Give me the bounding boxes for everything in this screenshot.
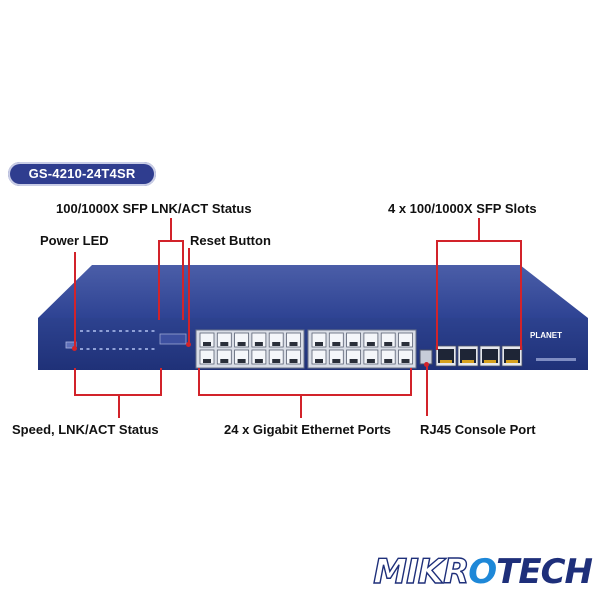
port-jack <box>272 342 280 346</box>
port-jack <box>203 359 211 363</box>
status-led <box>93 330 96 332</box>
port-jack <box>402 342 410 346</box>
port-jack <box>350 359 358 363</box>
status-led <box>106 348 109 350</box>
status-led <box>145 348 148 350</box>
status-led <box>113 330 116 332</box>
port-jack <box>255 359 263 363</box>
port-jack <box>367 359 375 363</box>
status-led <box>152 348 155 350</box>
port-jack <box>238 359 246 363</box>
model-sticker <box>536 358 576 361</box>
sfp-latch <box>440 360 452 363</box>
status-led <box>132 330 135 332</box>
watermark-logo: MIKROTECH <box>373 552 592 592</box>
port-jack <box>272 359 280 363</box>
port-jack <box>332 342 340 346</box>
status-led <box>100 348 103 350</box>
status-led <box>139 348 142 350</box>
status-led <box>126 348 129 350</box>
status-led <box>87 330 90 332</box>
port-jack <box>220 342 228 346</box>
status-led <box>126 330 129 332</box>
status-led <box>80 348 83 350</box>
status-led <box>132 348 135 350</box>
status-led <box>100 330 103 332</box>
switch-top-panel <box>38 265 588 318</box>
status-led <box>119 348 122 350</box>
port-jack <box>290 342 298 346</box>
port-jack <box>290 359 298 363</box>
sfp-latch <box>506 360 518 363</box>
port-jack <box>315 342 323 346</box>
status-led <box>152 330 155 332</box>
port-jack <box>402 359 410 363</box>
port-jack <box>315 359 323 363</box>
port-jack <box>367 342 375 346</box>
brand-logo: PLANET <box>530 331 562 340</box>
sfp-latch <box>484 360 496 363</box>
status-led <box>113 348 116 350</box>
port-jack <box>203 342 211 346</box>
port-jack <box>350 342 358 346</box>
status-led <box>139 330 142 332</box>
status-led <box>119 330 122 332</box>
status-led <box>87 348 90 350</box>
port-jack <box>255 342 263 346</box>
port-jack <box>220 359 228 363</box>
port-jack <box>238 342 246 346</box>
port-jack <box>332 359 340 363</box>
status-led <box>80 330 83 332</box>
port-jack <box>384 342 392 346</box>
status-led <box>145 330 148 332</box>
status-led <box>93 348 96 350</box>
sfp-led-group <box>160 334 186 344</box>
sfp-latch <box>462 360 474 363</box>
status-led <box>106 330 109 332</box>
port-jack <box>384 359 392 363</box>
